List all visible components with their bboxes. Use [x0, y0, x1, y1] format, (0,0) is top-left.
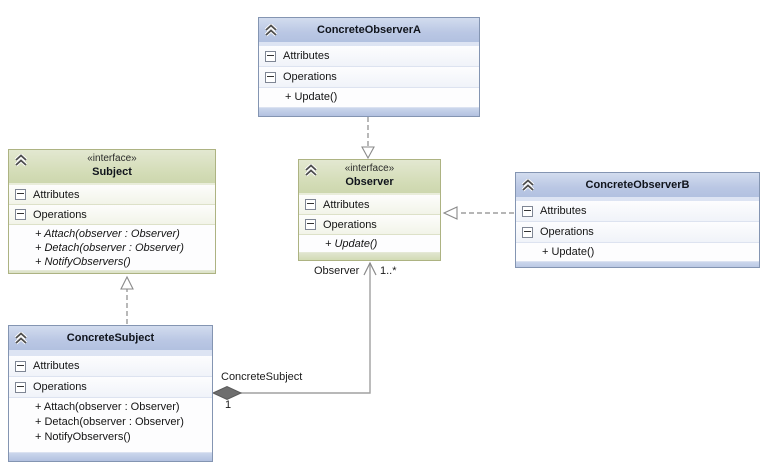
- collapse-chevron-icon[interactable]: [521, 177, 535, 192]
- header-band: [516, 197, 759, 201]
- operations-label: Operations: [283, 71, 337, 83]
- header-band: [259, 42, 479, 46]
- hollow-triangle-arrowhead: [442, 206, 458, 220]
- operations-label: Operations: [540, 226, 594, 238]
- class-box-concrete-subject[interactable]: ConcreteSubject Attributes Operations + …: [8, 325, 213, 462]
- operations-row[interactable]: Operations: [299, 215, 440, 235]
- collapse-minus-icon[interactable]: [522, 205, 533, 217]
- method-label[interactable]: + Attach(observer : Observer): [35, 401, 180, 413]
- methods-list: + Update(): [516, 243, 759, 261]
- operations-label: Operations: [323, 218, 377, 231]
- operations-label: Operations: [33, 381, 87, 393]
- collapse-chevron-icon[interactable]: [14, 153, 28, 167]
- header-band: [9, 350, 212, 356]
- class-title: ConcreteSubject: [66, 332, 155, 344]
- class-header: ConcreteObserverA: [259, 18, 479, 42]
- operations-row[interactable]: Operations: [9, 377, 212, 398]
- class-header: ConcreteSubject: [9, 326, 212, 350]
- attributes-row[interactable]: Attributes: [9, 356, 212, 377]
- class-box-observer[interactable]: «interface» Observer Attributes Operatio…: [298, 159, 441, 261]
- collapse-minus-icon[interactable]: [15, 189, 26, 200]
- operations-label: Operations: [33, 208, 87, 221]
- method-label[interactable]: + Attach(observer : Observer): [35, 228, 180, 240]
- class-title: ConcreteObserverB: [585, 179, 690, 191]
- realization-concreteobserverb-observer[interactable]: [442, 206, 514, 220]
- method-label[interactable]: + Detach(observer : Observer): [35, 416, 184, 428]
- header-band: [9, 183, 215, 185]
- stereotype-label: «interface»: [344, 163, 395, 174]
- method-label[interactable]: + NotifyObservers(): [35, 256, 131, 268]
- method-label[interactable]: + Detach(observer : Observer): [35, 242, 184, 254]
- methods-list: + Attach(observer : Observer) + Detach(o…: [9, 225, 215, 270]
- collapse-minus-icon[interactable]: [265, 71, 276, 83]
- class-header: «interface» Subject: [9, 150, 215, 183]
- collapse-minus-icon[interactable]: [15, 209, 26, 220]
- class-header: ConcreteObserverB: [516, 173, 759, 197]
- association-target-multiplicity-label: 1..*: [380, 265, 397, 277]
- operations-row[interactable]: Operations: [259, 67, 479, 88]
- collapse-chevron-icon[interactable]: [304, 163, 318, 177]
- method-label[interactable]: + NotifyObservers(): [35, 431, 131, 443]
- bottom-strip: [299, 252, 440, 260]
- attributes-row[interactable]: Attributes: [299, 195, 440, 215]
- method-label[interactable]: + Update(): [285, 91, 338, 103]
- collapse-minus-icon[interactable]: [305, 219, 316, 230]
- collapse-minus-icon[interactable]: [522, 226, 533, 238]
- method-label[interactable]: + Update(): [542, 246, 595, 258]
- attributes-label: Attributes: [540, 205, 587, 217]
- bottom-strip: [516, 261, 759, 267]
- attributes-row[interactable]: Attributes: [516, 201, 759, 222]
- attributes-label: Attributes: [283, 50, 330, 62]
- composition-diamond: [211, 385, 243, 401]
- hollow-triangle-arrowhead: [361, 146, 375, 160]
- association-line[interactable]: [240, 263, 371, 394]
- attributes-label: Attributes: [33, 360, 80, 372]
- method-label[interactable]: + Update(): [325, 238, 378, 250]
- association-concretesubject-observer[interactable]: [211, 261, 377, 401]
- class-title: ConcreteObserverA: [317, 24, 421, 36]
- header-band: [299, 193, 440, 195]
- class-title: Observer: [345, 176, 394, 188]
- class-header: «interface» Observer: [299, 160, 440, 193]
- operations-row[interactable]: Operations: [516, 222, 759, 243]
- association-source-role-label: ConcreteSubject: [221, 371, 303, 383]
- hollow-triangle-arrowhead: [120, 275, 134, 290]
- realization-concretesubject-subject[interactable]: [120, 275, 134, 324]
- methods-list: + Attach(observer : Observer) + Detach(o…: [9, 398, 212, 446]
- collapse-chevron-icon[interactable]: [14, 330, 28, 345]
- collapse-chevron-icon[interactable]: [264, 22, 278, 37]
- association-source-multiplicity-label: 1: [225, 399, 232, 411]
- association-target-role-label: Observer: [314, 265, 360, 277]
- attributes-label: Attributes: [323, 198, 370, 211]
- class-box-subject[interactable]: «interface» Subject Attributes Operation…: [8, 149, 216, 274]
- class-title: Subject: [92, 166, 132, 178]
- methods-list: + Update(): [299, 235, 440, 252]
- collapse-minus-icon[interactable]: [265, 50, 276, 62]
- bottom-strip: [9, 452, 212, 461]
- class-box-concrete-observer-b[interactable]: ConcreteObserverB Attributes Operations …: [515, 172, 760, 268]
- attributes-row[interactable]: Attributes: [259, 46, 479, 67]
- realization-concreteobservera-observer[interactable]: [361, 117, 375, 160]
- collapse-minus-icon[interactable]: [15, 381, 26, 393]
- collapse-minus-icon[interactable]: [15, 360, 26, 372]
- attributes-label: Attributes: [33, 188, 80, 201]
- operations-row[interactable]: Operations: [9, 205, 215, 225]
- bottom-strip: [9, 270, 215, 273]
- stereotype-label: «interface»: [87, 153, 137, 164]
- attributes-row[interactable]: Attributes: [9, 185, 215, 205]
- class-box-concrete-observer-a[interactable]: ConcreteObserverA Attributes Operations …: [258, 17, 480, 117]
- open-arrowhead: [363, 261, 377, 276]
- methods-list: + Update(): [259, 88, 479, 106]
- bottom-strip: [259, 107, 479, 116]
- collapse-minus-icon[interactable]: [305, 199, 316, 210]
